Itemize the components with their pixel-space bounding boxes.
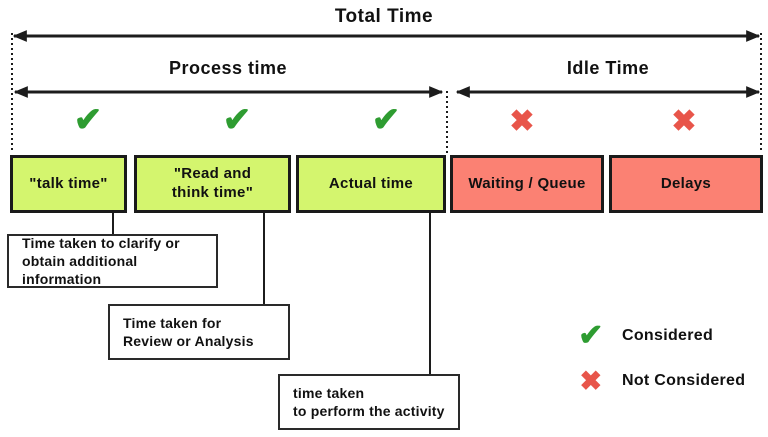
box-label: Waiting / Queue (468, 174, 586, 192)
idle-time-label: Idle Time (566, 58, 650, 78)
annotation-read-think-time: Time taken for Review or Analysis (108, 304, 290, 360)
cross-icon: ✖ (671, 105, 697, 138)
box-label: "Read and think time" (171, 165, 254, 201)
cross-icon: ✖ (509, 105, 535, 138)
box-read-and-think-time: "Read and think time" (134, 155, 291, 213)
box-waiting-queue: Waiting / Queue (450, 155, 604, 213)
total-time-label: Total Time (334, 6, 434, 27)
check-icon: ✔ (73, 101, 103, 139)
box-actual-time: Actual time (296, 155, 446, 213)
legend-not-considered: ✖ Not Considered (574, 364, 745, 398)
box-label: Actual time (328, 174, 414, 192)
legend-considered: ✔ Considered (574, 319, 713, 353)
annotation-talk-time: Time taken to clarify or obtain addition… (7, 234, 218, 288)
box-label: "talk time" (29, 174, 108, 192)
legend-label: Not Considered (622, 372, 746, 389)
box-delays: Delays (609, 155, 763, 213)
box-label: Delays (660, 174, 712, 192)
check-icon: ✔ (222, 101, 252, 139)
box-talk-time: "talk time" (10, 155, 127, 213)
legend-label: Considered (622, 327, 714, 344)
check-icon: ✔ (578, 319, 604, 352)
check-icon: ✔ (371, 101, 401, 139)
cross-icon: ✖ (579, 366, 603, 396)
process-time-label: Process time (168, 58, 288, 78)
annotation-actual-time: time taken to perform the activity (278, 374, 460, 430)
